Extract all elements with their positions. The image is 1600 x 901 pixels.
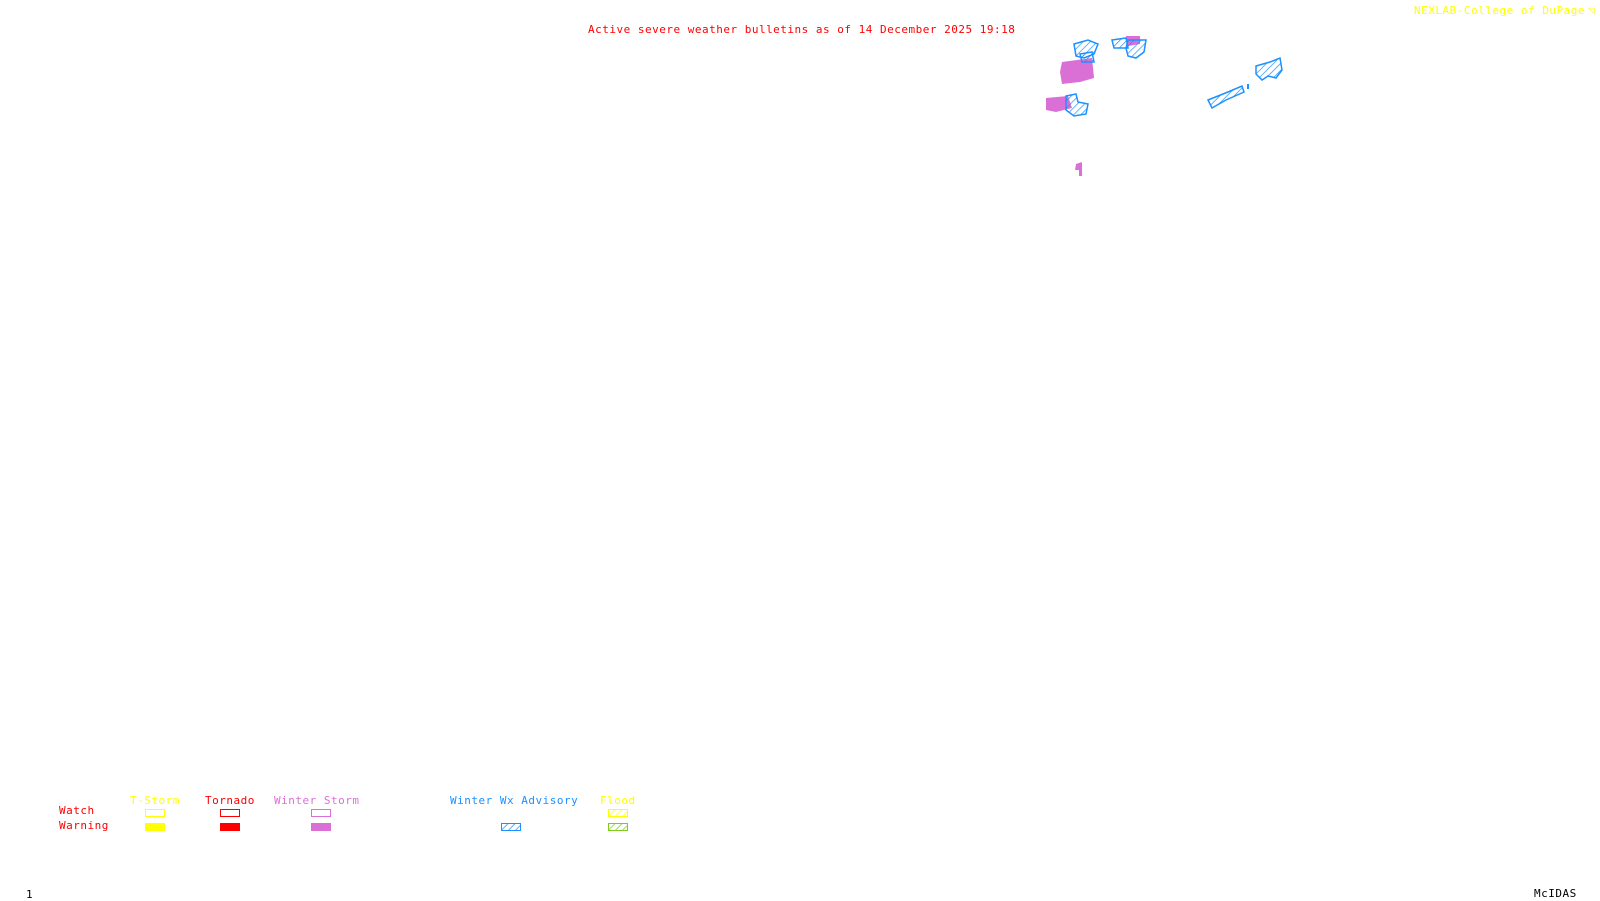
credit-text: NEXLAB-College of DuPage	[1414, 4, 1585, 17]
winter-wx-advisory-cluster-b	[1111, 37, 1147, 59]
legend-tornado-label: Tornado	[205, 794, 255, 807]
legend-flood-warning-swatch	[608, 823, 628, 831]
legend-flood-label: Flood	[600, 794, 636, 807]
legend-tornado-watch-swatch	[220, 809, 240, 817]
legend-winter-storm-warning-swatch	[311, 823, 331, 831]
legend-winter-storm-watch-swatch	[311, 809, 331, 817]
legend-winter-wx-advisory-swatch	[501, 823, 521, 831]
legend-tornado-warning-swatch	[220, 823, 240, 831]
legend-tstorm-watch-swatch	[145, 809, 165, 817]
winter-wx-advisory-cluster-a	[1073, 39, 1099, 63]
legend-warning-label: Warning	[59, 819, 109, 832]
legend-winter-storm-label: Winter Storm	[274, 794, 360, 807]
legend-watch-label: Watch	[59, 804, 95, 817]
legend-flood-watch-swatch	[608, 809, 628, 817]
mcidas-logo-icon: ◹	[1588, 4, 1596, 17]
software-label: McIDAS	[1534, 887, 1577, 900]
winter-wx-advisory-cluster-c	[1065, 93, 1089, 117]
winter-storm-warning-area	[1060, 58, 1094, 84]
map-title: Active severe weather bulletins as of 14…	[588, 23, 1016, 36]
legend-tstorm-label: T-Storm	[130, 794, 180, 807]
winter-storm-warning-area	[1075, 162, 1082, 176]
winter-wx-advisory-northeast-coast	[1206, 56, 1283, 110]
frame-number: 1	[26, 888, 34, 901]
legend-winter-wx-advisory-label: Winter Wx Advisory	[450, 794, 579, 807]
legend-tstorm-warning-swatch	[145, 823, 165, 831]
